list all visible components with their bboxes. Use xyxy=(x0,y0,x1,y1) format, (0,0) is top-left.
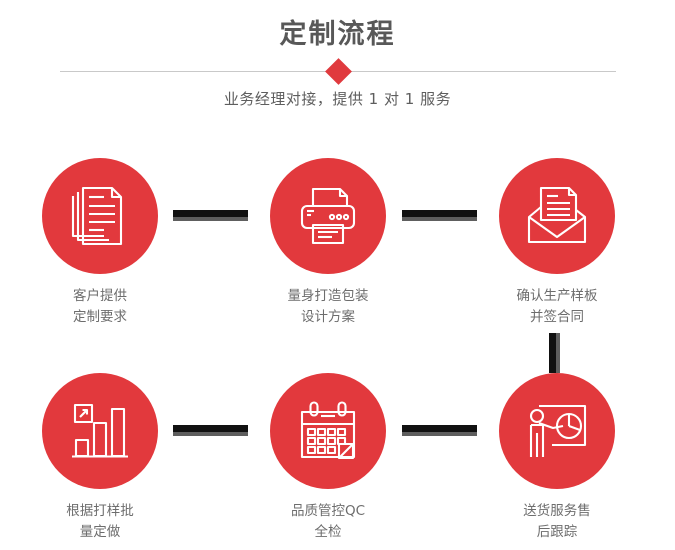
connector-bar xyxy=(173,210,248,217)
connector-shadow xyxy=(402,432,477,436)
diamond-bullet-icon xyxy=(325,58,352,85)
header-divider xyxy=(60,58,616,85)
step-5-circle xyxy=(270,373,386,489)
flow-step-3-label: 确认生产样板 并签合同 xyxy=(516,288,598,325)
page-title: 定制流程 xyxy=(279,19,396,50)
connector-shadow xyxy=(173,432,248,436)
flow-step-6-label: 送货服务售 后跟踪 xyxy=(523,503,591,540)
connector-step5-step6 xyxy=(402,425,477,436)
step-4-circle xyxy=(42,373,158,489)
process-flow-diagram: 客户提供 定制要求 xyxy=(0,130,675,550)
step-6-circle xyxy=(499,373,615,489)
flow-step-3[interactable]: 确认生产样板 并签合同 xyxy=(499,158,615,325)
flow-step-2-label: 量身打造包装 设计方案 xyxy=(287,288,369,325)
flow-step-1-label: 客户提供 定制要求 xyxy=(73,288,127,325)
connector-shadow xyxy=(173,217,248,221)
connector-bar xyxy=(173,425,248,432)
page-header: 定制流程 业务经理对接，提供 1 对 1 服务 xyxy=(0,0,675,130)
printer-icon xyxy=(300,187,356,245)
step-1-circle xyxy=(42,158,158,274)
envelope-letter-icon xyxy=(527,186,587,244)
flow-step-4-label: 根据打样批 量定做 xyxy=(66,503,134,540)
connector-bar xyxy=(402,425,477,432)
flow-step-6[interactable]: 送货服务售 后跟踪 xyxy=(499,373,615,540)
documents-stack-icon xyxy=(71,186,123,246)
step-3-circle xyxy=(499,158,615,274)
flow-step-2[interactable]: 量身打造包装 设计方案 xyxy=(270,158,386,325)
connector-bar xyxy=(402,210,477,217)
connector-shadow xyxy=(556,333,560,373)
connector-step1-step2 xyxy=(173,210,248,221)
flow-step-1[interactable]: 客户提供 定制要求 xyxy=(42,158,158,325)
presenter-chart-icon xyxy=(529,404,587,457)
connector-step3-step6 xyxy=(549,333,560,373)
flow-step-5-label: 品质管控QC 全检 xyxy=(290,503,366,540)
connector-step2-step3 xyxy=(402,210,477,221)
page-subtitle: 业务经理对接，提供 1 对 1 服务 xyxy=(223,90,452,108)
step-2-circle xyxy=(270,158,386,274)
connector-step4-step5 xyxy=(173,425,248,436)
calendar-check-icon xyxy=(300,401,356,460)
flow-step-5[interactable]: 品质管控QC 全检 xyxy=(270,373,386,540)
bar-chart-icon xyxy=(72,403,128,458)
flow-step-4[interactable]: 根据打样批 量定做 xyxy=(42,373,158,540)
connector-bar xyxy=(549,333,556,373)
connector-shadow xyxy=(402,217,477,221)
